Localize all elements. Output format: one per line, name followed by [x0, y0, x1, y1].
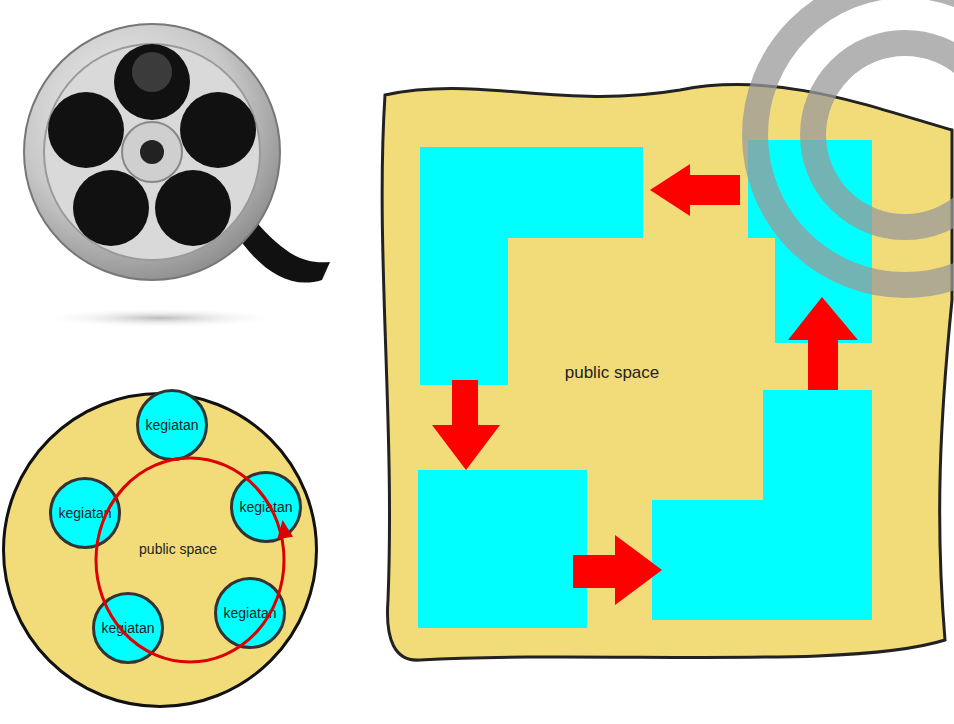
activity-circle: kegiatan — [49, 477, 121, 549]
reel-face — [44, 44, 260, 260]
reel-holes — [48, 44, 256, 246]
circle-path — [216, 579, 285, 648]
circle-path — [94, 594, 163, 663]
blob-path — [382, 85, 952, 661]
activity-blocks — [418, 140, 872, 628]
node-label: public space — [139, 541, 217, 557]
loop-ellipse — [96, 458, 284, 662]
node-label: kegiatan — [240, 499, 293, 515]
public-space-area: public space — [375, 70, 954, 670]
flow-arrow — [788, 297, 858, 390]
activity-circle: kegiatan — [136, 389, 208, 461]
node-label: kegiatan — [146, 417, 199, 433]
node-label: kegiatan — [102, 620, 155, 636]
flow-arrow — [650, 164, 740, 216]
circle-path — [51, 479, 120, 548]
public-space-circle: public space kegiatan kegiatan kegiatan kegi… — [2, 392, 318, 708]
circle-path — [232, 473, 301, 542]
activity-block — [748, 140, 872, 343]
loop-arrowhead — [275, 519, 293, 539]
activity-loop — [96, 458, 293, 662]
decorative-rings — [755, 0, 954, 285]
film-strip — [240, 215, 330, 283]
node-label: public space — [565, 363, 660, 383]
blob-outline — [375, 70, 954, 670]
activity-circle: kegiatan — [214, 577, 286, 649]
activity-circle: kegiatan — [92, 592, 164, 664]
node-label: kegiatan — [224, 605, 277, 621]
reel-axle — [140, 140, 164, 164]
flow-arrows — [432, 164, 858, 605]
circle-path — [138, 391, 207, 460]
reel-shadow — [40, 308, 280, 328]
activity-block — [420, 147, 643, 385]
reel-hub — [122, 122, 182, 182]
flow-arrow — [432, 380, 500, 470]
activity-block — [652, 390, 872, 620]
reel-rim — [24, 24, 280, 280]
activity-block — [418, 470, 587, 628]
activity-circle: kegiatan — [230, 471, 302, 543]
node-label: kegiatan — [59, 505, 112, 521]
flow-arrow — [573, 535, 662, 605]
